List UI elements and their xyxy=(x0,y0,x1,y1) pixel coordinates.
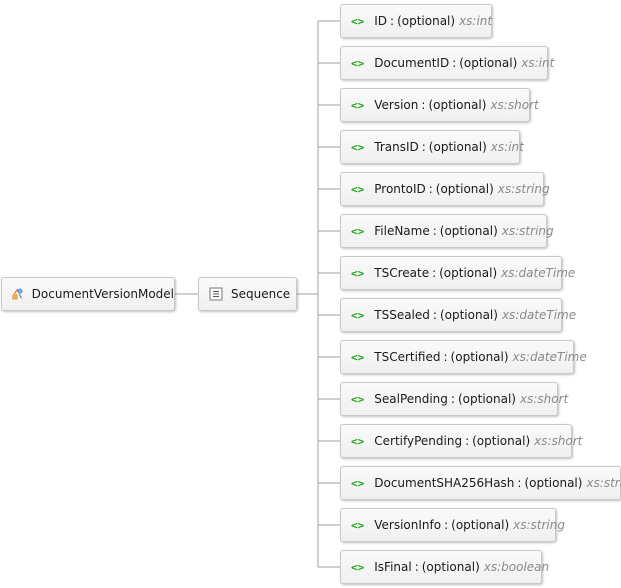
element-separator: : xyxy=(421,98,426,112)
element-name: Version xyxy=(374,98,419,112)
element-type: xs:string xyxy=(586,476,621,490)
element-node-transid[interactable]: <> TransID:(optional)xs:int xyxy=(340,130,524,164)
element-optional: (optional) xyxy=(421,560,480,574)
element-type: xs:int xyxy=(521,56,555,70)
element-optional: (optional) xyxy=(457,392,516,406)
element-name: ProntoID xyxy=(374,182,426,196)
sequence-icon xyxy=(209,287,223,301)
element-separator: : xyxy=(444,518,449,532)
element-node-sealpending[interactable]: <> SealPending:(optional)xs:short xyxy=(340,382,568,416)
element-node-versioninfo[interactable]: <> VersionInfo:(optional)xs:string xyxy=(340,508,565,542)
element-type: xs:short xyxy=(534,434,583,448)
element-node-tssealed[interactable]: <> TSSealed:(optional)xs:dateTime xyxy=(340,298,576,332)
element-separator: : xyxy=(465,434,470,448)
element-name: TransID xyxy=(374,140,419,154)
element-icon: <> xyxy=(351,266,365,280)
element-name: FileName xyxy=(374,224,430,238)
element-separator: : xyxy=(390,14,395,28)
element-node-documentsha256hash[interactable]: <> DocumentSHA256Hash:(optional)xs:string xyxy=(340,466,621,500)
element-type: xs:short xyxy=(490,98,539,112)
element-type: xs:short xyxy=(519,392,569,406)
element-optional: (optional) xyxy=(428,140,487,154)
element-icon: <> xyxy=(351,98,365,112)
element-icon: <> xyxy=(351,392,365,406)
element-node-filename[interactable]: <> FileName:(optional)xs:string xyxy=(340,214,554,248)
element-name: IsFinal xyxy=(374,560,412,574)
element-optional: (optional) xyxy=(439,308,498,322)
element-name: TSSealed xyxy=(374,308,430,322)
element-node-version[interactable]: <> Version:(optional)xs:short xyxy=(340,88,539,122)
sequence-label: Sequence xyxy=(231,287,291,301)
element-separator: : xyxy=(450,392,455,406)
element-name: TSCertified xyxy=(374,350,441,364)
element-node-id[interactable]: <> ID:(optional)xs:int xyxy=(340,4,492,38)
element-type: xs:boolean xyxy=(483,560,550,574)
element-node-isfinal[interactable]: <> IsFinal:(optional)xs:boolean xyxy=(340,550,549,584)
element-separator: : xyxy=(432,224,437,238)
sequence-node[interactable]: Sequence xyxy=(198,277,297,311)
element-separator: : xyxy=(443,350,448,364)
element-type: xs:int xyxy=(490,140,524,154)
element-node-tscreate[interactable]: <> TSCreate:(optional)xs:dateTime xyxy=(340,256,575,290)
element-separator: : xyxy=(414,560,419,574)
element-optional: (optional) xyxy=(450,350,509,364)
root-type-node[interactable]: DocumentVersionModel xyxy=(1,277,175,311)
element-type: xs:string xyxy=(501,224,554,238)
element-optional: (optional) xyxy=(439,266,498,280)
element-node-certifypending[interactable]: <> CertifyPending:(optional)xs:short xyxy=(340,424,582,458)
element-separator: : xyxy=(428,182,433,196)
complex-type-icon xyxy=(12,288,23,300)
element-name: DocumentID xyxy=(374,56,450,70)
element-name: CertifyPending xyxy=(374,434,463,448)
element-icon: <> xyxy=(351,434,365,448)
element-type: xs:int xyxy=(459,14,493,28)
element-type: xs:string xyxy=(513,518,565,532)
element-optional: (optional) xyxy=(451,518,510,532)
element-name: VersionInfo xyxy=(374,518,442,532)
element-type: xs:string xyxy=(497,182,550,196)
element-separator: : xyxy=(432,308,437,322)
element-icon: <> xyxy=(351,476,365,490)
element-optional: (optional) xyxy=(439,224,498,238)
element-node-tscertified[interactable]: <> TSCertified:(optional)xs:dateTime xyxy=(340,340,587,374)
root-type-label: DocumentVersionModel xyxy=(31,287,174,301)
element-optional: (optional) xyxy=(472,434,531,448)
element-icon: <> xyxy=(351,518,365,532)
element-optional: (optional) xyxy=(397,14,456,28)
element-icon: <> xyxy=(351,140,365,154)
element-separator: : xyxy=(452,56,457,70)
element-icon: <> xyxy=(351,308,365,322)
element-icon: <> xyxy=(351,560,365,574)
element-type: xs:dateTime xyxy=(501,266,576,280)
element-name: ID xyxy=(374,14,388,28)
element-icon: <> xyxy=(351,350,365,364)
element-icon: <> xyxy=(351,224,365,238)
element-separator: : xyxy=(421,140,426,154)
element-name: SealPending xyxy=(374,392,448,406)
element-separator: : xyxy=(432,266,437,280)
element-icon: <> xyxy=(351,14,365,28)
element-type: xs:dateTime xyxy=(512,350,587,364)
element-optional: (optional) xyxy=(435,182,494,196)
element-icon: <> xyxy=(351,182,365,196)
element-type: xs:dateTime xyxy=(501,308,577,322)
element-optional: (optional) xyxy=(428,98,487,112)
element-icon: <> xyxy=(351,56,365,70)
element-node-documentid[interactable]: <> DocumentID:(optional)xs:int xyxy=(340,46,554,80)
element-node-prontoid[interactable]: <> ProntoID:(optional)xs:string xyxy=(340,172,550,206)
element-optional: (optional) xyxy=(459,56,518,70)
element-separator: : xyxy=(517,476,522,490)
element-optional: (optional) xyxy=(524,476,583,490)
element-name: TSCreate xyxy=(374,266,430,280)
element-name: DocumentSHA256Hash xyxy=(374,476,515,490)
